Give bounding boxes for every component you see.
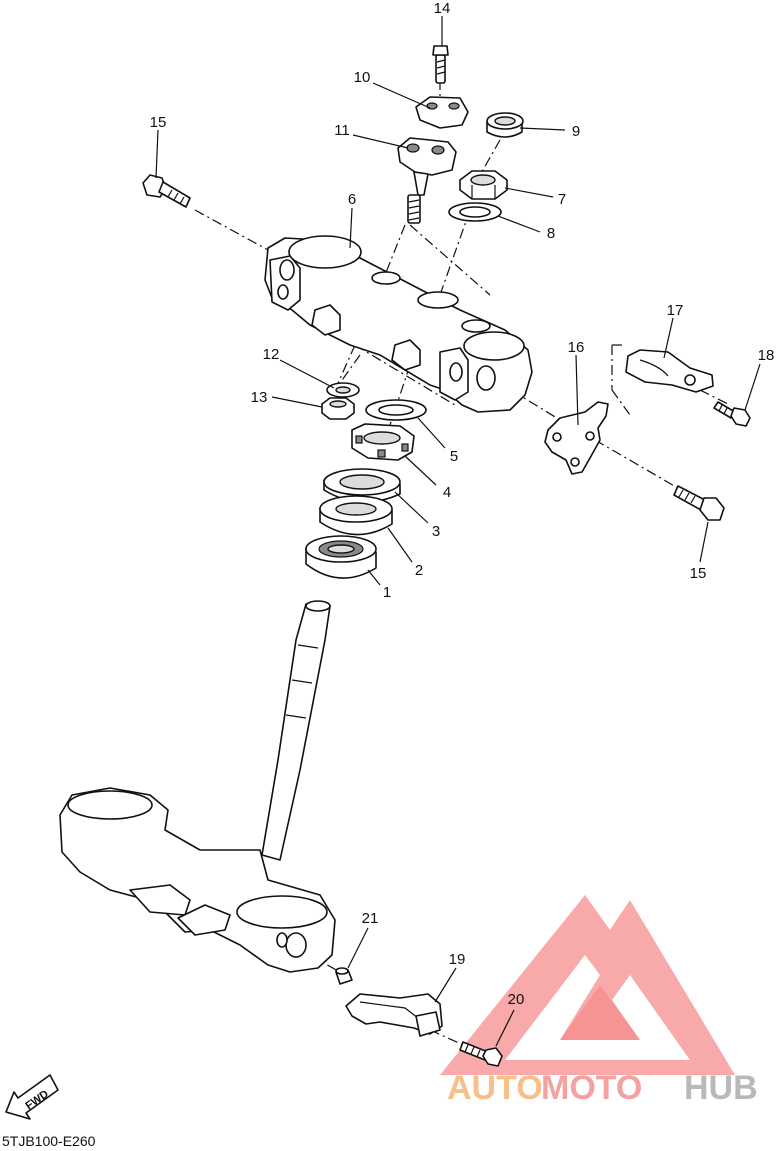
callout-3: 3 xyxy=(432,523,440,540)
cap-9 xyxy=(486,112,524,138)
callout-12: 12 xyxy=(263,346,280,363)
diagram-code: 5TJB100-E260 xyxy=(2,1133,96,1149)
collar-21 xyxy=(335,967,353,985)
callout-14: 14 xyxy=(434,0,451,17)
washer-8 xyxy=(448,202,502,222)
callout-13: 13 xyxy=(251,389,268,406)
steering-stem-under-bracket xyxy=(59,600,336,973)
forward-arrow: FWD xyxy=(5,1074,59,1120)
callout-11: 11 xyxy=(334,122,350,139)
callout-9: 9 xyxy=(572,123,580,140)
nut-7 xyxy=(459,170,508,200)
watermark-hub: HUB xyxy=(684,1069,758,1107)
upper-bracket-6 xyxy=(264,235,533,413)
bolt-14 xyxy=(432,45,449,84)
callout-20: 20 xyxy=(508,991,525,1008)
watermark-auto: AUTO xyxy=(447,1069,543,1107)
watermark-logo xyxy=(440,895,735,1075)
bolt-20 xyxy=(459,1041,503,1067)
nut-13 xyxy=(321,397,355,420)
callout-4: 4 xyxy=(443,484,451,501)
callout-15-upper: 15 xyxy=(150,114,167,131)
clamp-17 xyxy=(625,349,714,393)
bolt-15-upper xyxy=(142,174,191,208)
handlebar-holder-upper-10 xyxy=(415,96,469,129)
bearing-2 xyxy=(319,495,393,536)
callout-18: 18 xyxy=(758,347,775,364)
callout-1: 1 xyxy=(383,584,391,601)
washer-12 xyxy=(326,382,360,398)
guide-19 xyxy=(345,993,443,1037)
bearing-1 xyxy=(305,535,377,579)
washer-5 xyxy=(365,399,427,421)
callout-7: 7 xyxy=(558,191,566,208)
callout-5: 5 xyxy=(450,448,458,465)
handlebar-holder-lower-11 xyxy=(397,137,457,224)
callout-15-lower: 15 xyxy=(690,565,707,582)
watermark-moto: MOTO xyxy=(541,1069,642,1107)
bolt-18 xyxy=(713,401,751,427)
callout-labels: 14 10 9 11 15 7 6 8 17 16 18 12 13 5 4 3… xyxy=(150,0,775,1008)
callout-2: 2 xyxy=(415,562,423,579)
callout-10: 10 xyxy=(354,69,371,86)
callout-8: 8 xyxy=(547,225,555,242)
bolt-15-lower xyxy=(673,485,725,521)
plate-16 xyxy=(544,401,609,475)
leader-lines xyxy=(155,16,761,1047)
callout-16: 16 xyxy=(568,339,585,356)
watermark-text: AUTO MOTO HUB xyxy=(447,1069,758,1107)
callout-21: 21 xyxy=(362,910,379,927)
callout-19: 19 xyxy=(449,951,466,968)
ring-nut-4 xyxy=(351,423,415,461)
callout-17: 17 xyxy=(667,302,684,319)
callout-6: 6 xyxy=(348,191,356,208)
